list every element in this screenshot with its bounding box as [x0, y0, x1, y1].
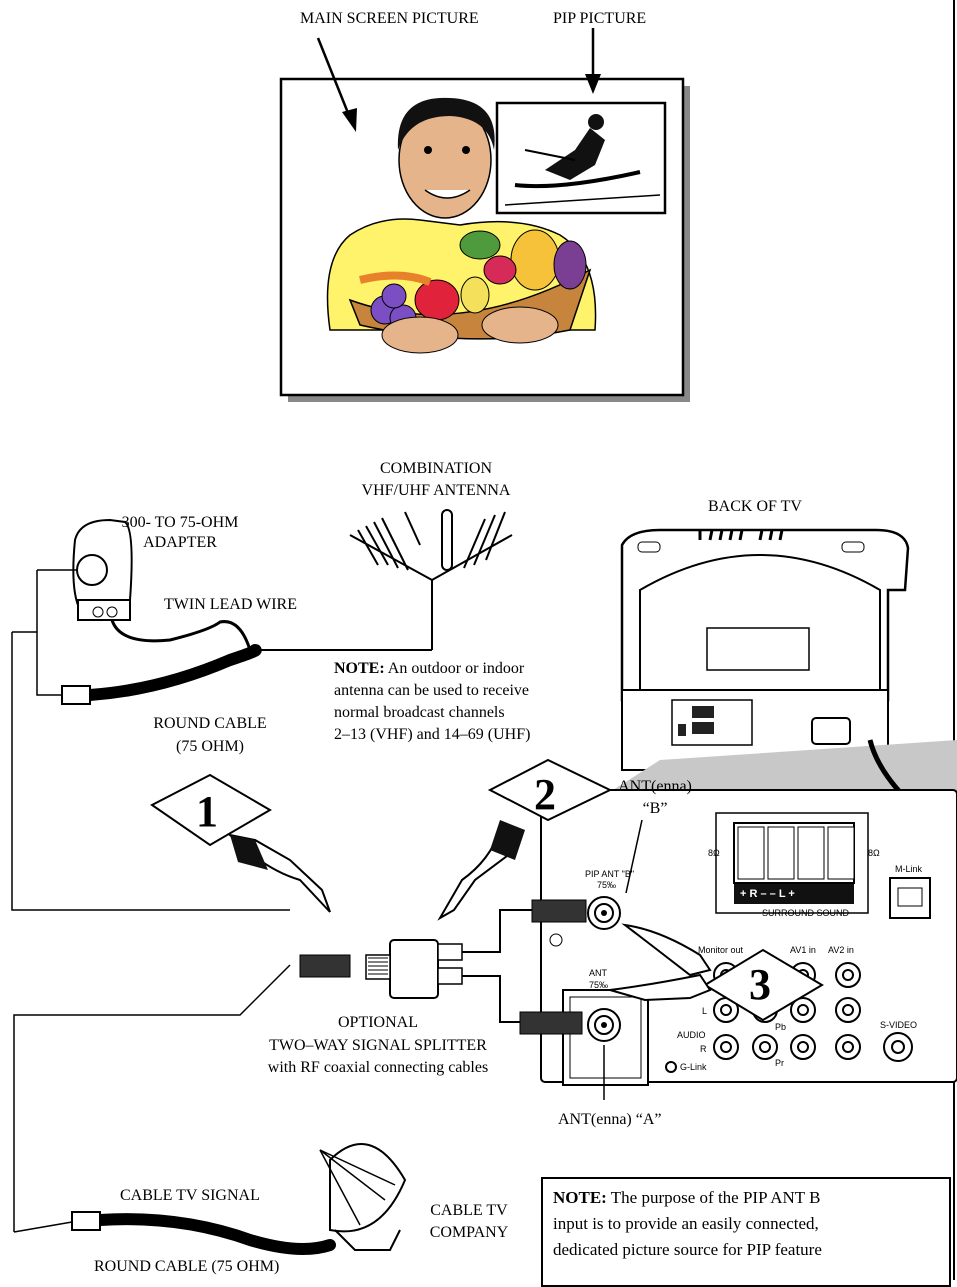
adapter-label-2: ADAPTER [80, 532, 280, 553]
antenna-label-2: VHF/UHF ANTENNA [330, 480, 542, 501]
antenna-note-line3: normal broadcast channels [334, 702, 530, 724]
ant-a-ohm: 75‰ [589, 980, 608, 991]
round-cable-bottom [14, 1212, 330, 1249]
audio-label: AUDIO [677, 1030, 706, 1041]
pr-label: Pr [775, 1058, 784, 1069]
vhf-uhf-antenna [255, 510, 512, 650]
antenna-note-line4: 2–13 (VHF) and 14–69 (UHF) [334, 724, 530, 746]
pip-note-line2: input is to provide an easily connected, [553, 1211, 939, 1237]
cable-signal-label: CABLE TV SIGNAL [120, 1185, 260, 1206]
mlink-label: M-Link [895, 864, 922, 875]
surround-label: SURROUND SOUND [762, 908, 849, 919]
twin-lead-label: TWIN LEAD WIRE [164, 594, 297, 615]
pip-note-box: NOTE: The purpose of the PIP ANT B input… [541, 1177, 951, 1287]
audio-l-label: L [702, 1006, 707, 1017]
round-cable-bottom-label: ROUND CABLE (75 OHM) [94, 1256, 279, 1277]
step-2-number: 2 [534, 773, 556, 817]
splitter-label-3: with RF coaxial connecting cables [230, 1057, 526, 1078]
ant-b-label-2: “B” [600, 798, 710, 819]
pip-window [497, 103, 665, 213]
ant-a-label: ANT(enna) “A” [558, 1109, 662, 1130]
av1-label: AV1 in [790, 945, 816, 956]
step-1-pointer [152, 775, 330, 912]
step-3-number: 3 [749, 963, 771, 1007]
main-screen-label: MAIN SCREEN PICTURE [300, 8, 479, 29]
pb-label: Pb [775, 1022, 786, 1033]
speaker-terminal-labels: + R – – L + [740, 889, 795, 900]
antenna-label-1: COMBINATION [330, 458, 542, 479]
antenna-note-bold: NOTE: [334, 660, 385, 677]
round-cable-label-1: ROUND CABLE [110, 713, 310, 734]
pip-ant-label: PIP ANT "B" [585, 869, 634, 880]
tv-screen-illustration [281, 28, 690, 402]
cable-company-label-2: COMPANY [414, 1222, 524, 1243]
splitter-label-2: TWO–WAY SIGNAL SPLITTER [230, 1035, 526, 1056]
ohm-8-left: 8Ω [708, 848, 720, 859]
ohm-8-right: 8Ω [868, 848, 880, 859]
pip-ant-ohm: 75‰ [597, 880, 616, 891]
round-cable-label-2: (75 OHM) [110, 736, 310, 757]
round-cable-top [62, 650, 256, 704]
av2-label: AV2 in [828, 945, 854, 956]
connector-panel [541, 790, 957, 1100]
antenna-note: NOTE: An outdoor or indoor antenna can b… [334, 658, 530, 746]
antenna-lead-line [12, 632, 290, 910]
antenna-note-line2: antenna can be used to receive [334, 680, 530, 702]
pip-label: PIP PICTURE [553, 8, 646, 29]
ant-b-label-1: ANT(enna) [600, 776, 710, 797]
svideo-label: S-VIDEO [880, 1020, 917, 1031]
audio-r-label: R [700, 1044, 707, 1055]
adapter-label-1: 300- TO 75-OHM [80, 512, 280, 533]
step-1-number: 1 [196, 790, 218, 834]
ant-a-panel-label: ANT [589, 968, 607, 979]
pip-note-line1: The purpose of the PIP ANT B [607, 1188, 821, 1207]
pip-note-line3: dedicated picture source for PIP feature [553, 1237, 939, 1263]
splitter-label-1: OPTIONAL [230, 1012, 526, 1033]
monitor-out-label: Monitor out [698, 945, 743, 956]
antenna-note-line1: An outdoor or indoor [385, 660, 525, 677]
cable-tv-dish [320, 1144, 405, 1250]
cable-company-label-1: CABLE TV [414, 1200, 524, 1221]
glink-label: G-Link [680, 1062, 707, 1073]
back-of-tv-label: BACK OF TV [708, 496, 802, 517]
pip-note-bold: NOTE: [553, 1188, 607, 1207]
